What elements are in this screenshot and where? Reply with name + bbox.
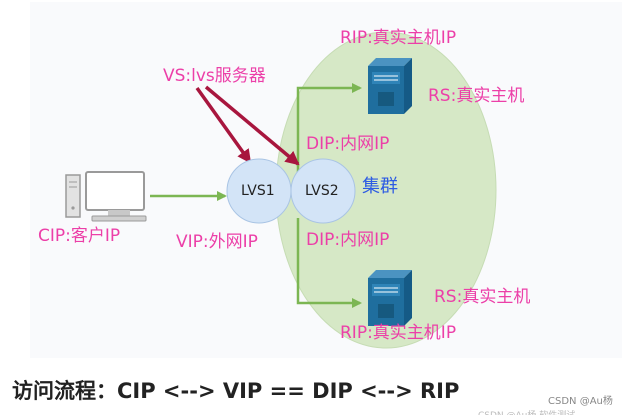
client-computer-icon <box>65 171 147 222</box>
vs-to-lvs1-arrow <box>195 86 252 164</box>
lvs2-label: LVS2 <box>305 183 339 199</box>
server-bottom-icon <box>368 270 412 326</box>
rip-bottom-label: RIP:真实主机IP <box>340 323 457 343</box>
server-top-icon <box>368 58 412 114</box>
vs-to-lvs2-arrow <box>204 85 300 166</box>
vs-label: VS:lvs服务器 <box>163 66 266 86</box>
cluster-label: 集群 <box>362 176 398 197</box>
rs-top-label: RS:真实主机 <box>428 86 525 106</box>
dip-bottom-label: DIP:内网IP <box>306 230 390 250</box>
lvs2-node <box>290 158 356 224</box>
lvs2-to-rs-top-arrow <box>296 83 362 180</box>
dip-top-label: DIP:内网IP <box>306 134 390 154</box>
rip-top-label: RIP:真实主机IP <box>340 28 457 48</box>
lvs1-label: LVS1 <box>241 183 275 199</box>
flow-caption: 访问流程：CIP <--> VIP == DIP <--> RIP <box>12 379 460 403</box>
vip-label: VIP:外网IP <box>176 232 258 252</box>
csdn-watermark-secondary: CSDN @Au杨 软件测试 <box>478 408 575 415</box>
csdn-watermark: CSDN @Au杨 <box>548 396 613 407</box>
lvs2-to-rs-bottom-arrow <box>296 218 362 308</box>
cip-label: CIP:客户IP <box>38 226 121 246</box>
rs-bottom-label: RS:真实主机 <box>434 287 531 307</box>
